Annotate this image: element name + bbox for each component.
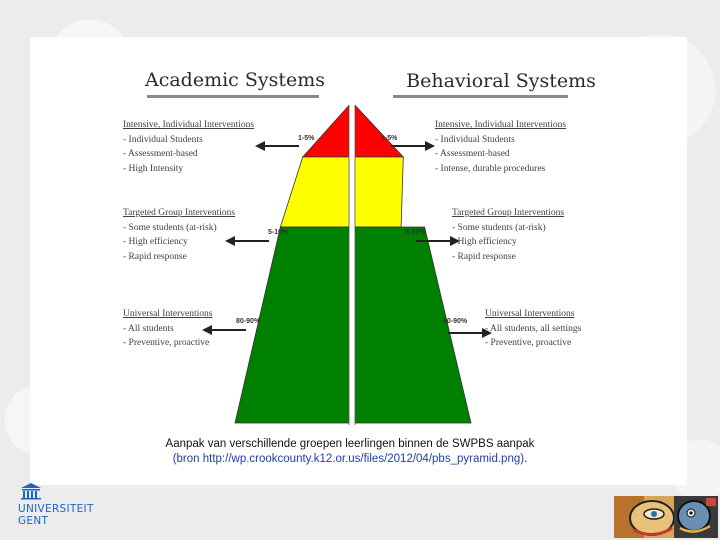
- ugent-logo: UNIVERSITEIT GENT: [18, 482, 93, 530]
- academic-tier1-label: Intensive, Individual Interventions - In…: [123, 120, 255, 174]
- behavioral-heading-underline: [393, 95, 568, 98]
- caption-source-link[interactable]: (bron http://wp.crookcounty.k12.or.us/fi…: [172, 453, 525, 465]
- academic-tier3-percent: 80-90%: [236, 318, 261, 325]
- academic-heading: Academic Systems: [144, 69, 326, 91]
- behavioral-tier1-label: Intensive, Individual Interventions - In…: [435, 120, 567, 174]
- ugent-logo-line1: UNIVERSITEIT: [18, 503, 94, 515]
- behavioral-tier3-percent: 80-90%: [443, 318, 468, 325]
- behavioral-tier3-label: Universal Interventions - All students, …: [485, 309, 582, 348]
- behavioral-heading: Behavioral Systems: [406, 70, 596, 92]
- behavioral-tier1-percent: 1-5%: [381, 135, 398, 142]
- behavioral-tier2-arrow-icon: [416, 236, 460, 246]
- diagram-card: Academic Systems Behavioral Systems Inte…: [30, 37, 687, 485]
- academic-tier1-percent: 1-5%: [298, 135, 315, 142]
- pyramid-tier-targeted: [279, 156, 404, 228]
- behavioral-tier2-label: Targeted Group Interventions - Some stud…: [452, 208, 565, 262]
- academic-heading-underline: [147, 95, 319, 98]
- academic-tier3-label: Universal Interventions - All students -…: [123, 309, 213, 348]
- figure-caption: Aanpak van verschillende groepen leerlin…: [140, 437, 560, 467]
- pyramid-divider: [349, 100, 355, 425]
- decorative-artwork: [614, 496, 718, 538]
- ugent-logo-line2: GENT: [18, 515, 49, 527]
- academic-tier3-arrow-icon: [202, 325, 246, 335]
- behavioral-tier3-arrow-icon: [448, 328, 492, 338]
- academic-tier2-arrow-icon: [225, 236, 269, 246]
- behavioral-tier2-percent: 5-10%: [405, 229, 426, 236]
- academic-tier2-percent: 5-10%: [268, 229, 289, 236]
- academic-tier1-arrow-icon: [255, 141, 299, 151]
- pyramid: [234, 100, 472, 425]
- behavioral-tier1-arrow-icon: [391, 141, 435, 151]
- ugent-building-icon: [21, 483, 41, 500]
- caption-line-2: (bron http://wp.crookcounty.k12.or.us/fi…: [172, 453, 528, 465]
- caption-line-1: Aanpak van verschillende groepen leerlin…: [165, 438, 535, 450]
- academic-tier2-label: Targeted Group Interventions - Some stud…: [123, 208, 236, 262]
